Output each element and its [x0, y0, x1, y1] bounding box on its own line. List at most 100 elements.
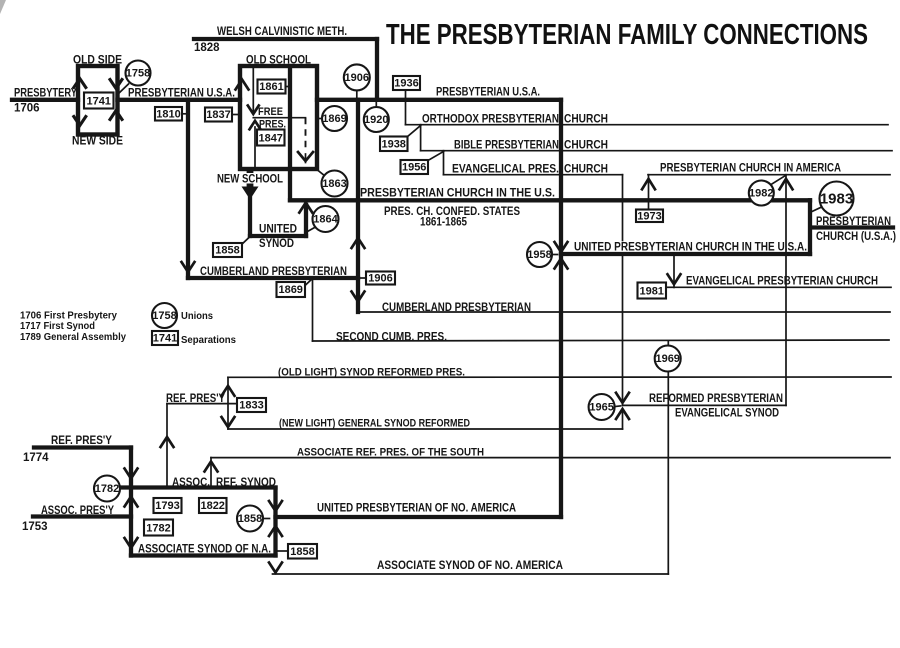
line-second-cumb — [311, 339, 890, 342]
sep-1833: 1833 — [235, 396, 268, 414]
arrow-down-refpresy — [122, 466, 140, 481]
label-ref-presy: REF. PRES'Y — [51, 435, 112, 447]
label-confed: PRES. CH. CONFED. STATES — [384, 206, 520, 218]
label-evangelical: EVANGELICAL PRES. — [452, 164, 559, 176]
sep-1847-text: 1847 — [258, 132, 282, 144]
arrow-conv-1858-bottom — [267, 523, 284, 538]
label-pca: PRESBYTERIAN CHURCH IN AMERICA — [660, 163, 841, 175]
arrow-down-newlight — [219, 415, 237, 430]
label-pcus: PRESBYTERIAN CHURCH IN THE U.S. — [360, 188, 555, 200]
union-1758-text: 1758 — [126, 68, 150, 80]
union-1858: 1858 — [235, 504, 265, 533]
union-1983: 1983 — [818, 180, 855, 217]
union-1864: 1864 — [311, 204, 340, 234]
label-pcusa-2: CHURCH (U.S.A.) — [816, 231, 896, 243]
diag-1864c — [306, 226, 317, 233]
sep-1741-text: 1741 — [86, 95, 110, 107]
arrow-up-newside-right — [107, 107, 125, 122]
label-united: UNITED — [259, 224, 297, 236]
label-free: FREE — [258, 106, 283, 118]
sep-1869-text: 1869 — [278, 284, 302, 296]
union-1920-text: 1920 — [364, 114, 388, 126]
legend-milestone-2: 1717 First Synod — [20, 321, 95, 332]
legend-unions-circle: 1758 — [150, 301, 179, 330]
label-presbytery: PRESBYTERY — [14, 88, 77, 100]
label-pusa-left: PRESBYTERIAN U.S.A. — [128, 88, 235, 100]
union-1863-text: 1863 — [322, 178, 346, 190]
sep-1858a-text: 1858 — [215, 245, 239, 257]
label-pusa-right: PRESBYTERIAN U.S.A. — [436, 87, 540, 99]
sep-1906: 1906 — [364, 270, 397, 286]
arrow-up-rpes-pca — [777, 176, 795, 192]
label-new-light: (NEW LIGHT) GENERAL SYNOD REFORMED — [279, 418, 470, 430]
label-arps: ASSOCIATE REF. PRES. OF THE SOUTH — [297, 447, 484, 459]
sep-1981: 1981 — [636, 281, 668, 300]
union-1982: 1982 — [747, 179, 775, 207]
sep-1973: 1973 — [634, 208, 665, 224]
sep-1782-text: 1782 — [146, 522, 170, 534]
label-upna: UNITED PRESBYTERIAN OF NO. AMERICA — [317, 503, 516, 515]
legend-1741-text: 1741 — [153, 333, 177, 345]
label-evangelical-synod: EVANGELICAL SYNOD — [675, 408, 779, 420]
arrow-down-epc — [665, 272, 683, 287]
sep-1858b-text: 1858 — [290, 546, 314, 558]
label-synod: SYNOD — [259, 238, 294, 250]
sep-1833-text: 1833 — [239, 400, 263, 412]
label-bible-church: CHURCH — [564, 139, 608, 151]
label-1753: 1753 — [22, 521, 48, 533]
diag-1982 — [769, 174, 787, 186]
union-1863: 1863 — [320, 169, 349, 198]
sep-1793-text: 1793 — [155, 500, 179, 512]
page-title: THE PRESBYTERIAN FAMILY CONNECTIONS — [386, 19, 868, 51]
union-1958: 1958 — [525, 240, 554, 269]
sep-1793: 1793 — [152, 496, 183, 515]
sep-1858-united-synod: 1858 — [211, 241, 244, 259]
label-epc: EVANGELICAL PRESBYTERIAN CHURCH — [686, 276, 878, 288]
union-1965-text: 1965 — [589, 402, 613, 414]
arrow-conv-1965-bottom — [614, 406, 631, 421]
union-1782: 1782 — [92, 474, 122, 503]
sep-1810-text: 1810 — [156, 109, 180, 121]
union-1906-text: 1906 — [345, 72, 369, 84]
sep-1906-text: 1906 — [368, 273, 392, 285]
label-evangelical-church: CHURCH — [564, 164, 608, 176]
label-cumberland: CUMBERLAND PRESBYTERIAN — [200, 266, 347, 278]
sep-1936: 1936 — [391, 74, 422, 92]
sep-1981-text: 1981 — [639, 285, 663, 297]
arrow-up-cumb-1906 — [349, 235, 367, 250]
legend-separations-label: Separations — [181, 335, 236, 346]
label-pres: PRES. — [259, 119, 286, 131]
arrow-up-oldschool — [233, 77, 251, 92]
label-cumberland-cont: CUMBERLAND PRESBYTERIAN — [382, 302, 531, 314]
label-assoc-presy: ASSOC. PRES'Y — [41, 505, 114, 517]
arrow-up-1793 — [158, 434, 176, 449]
diag-1869 — [303, 277, 314, 287]
arrow-up-oldside-left — [71, 75, 88, 90]
union-1983-text: 1983 — [820, 191, 853, 208]
arrow-down-assoc-noam — [267, 560, 284, 575]
label-assoc-abbr: ASSOC. — [172, 477, 210, 489]
sep-1861: 1861 — [256, 78, 287, 95]
label-pcusa-1: PRESBYTERIAN — [816, 216, 891, 228]
legend-1758-text: 1758 — [152, 310, 176, 322]
label-orthodox-church: CHURCH — [564, 113, 608, 125]
sep-1973-text: 1973 — [637, 211, 661, 223]
label-second-cumb: SECOND CUMB. PRES. — [336, 332, 447, 344]
legend-unions-label: Unions — [181, 311, 213, 322]
union-1969-text: 1969 — [655, 353, 679, 365]
legend-separations-box: 1741 — [150, 329, 180, 347]
label-1706: 1706 — [14, 103, 40, 115]
union-year-circles: 1758 1906 1920 1869 1863 1864 1958 1965 — [92, 59, 855, 533]
scan-corner-artifact — [0, 0, 6, 14]
sep-1956: 1956 — [399, 158, 430, 176]
sep-1956-text: 1956 — [402, 162, 426, 174]
arrow-up-unitedsynod — [297, 200, 315, 215]
label-assoc-synod-na: ASSOCIATE SYNOD OF N.A. — [138, 544, 271, 556]
union-1906: 1906 — [342, 63, 371, 92]
connector-lines — [9, 36, 896, 575]
union-1782-text: 1782 — [95, 483, 119, 495]
arrow-up-1973 — [640, 176, 657, 192]
separation-year-boxes: 1741 1810 1837 1861 1847 1936 1938 1956 — [82, 74, 668, 560]
